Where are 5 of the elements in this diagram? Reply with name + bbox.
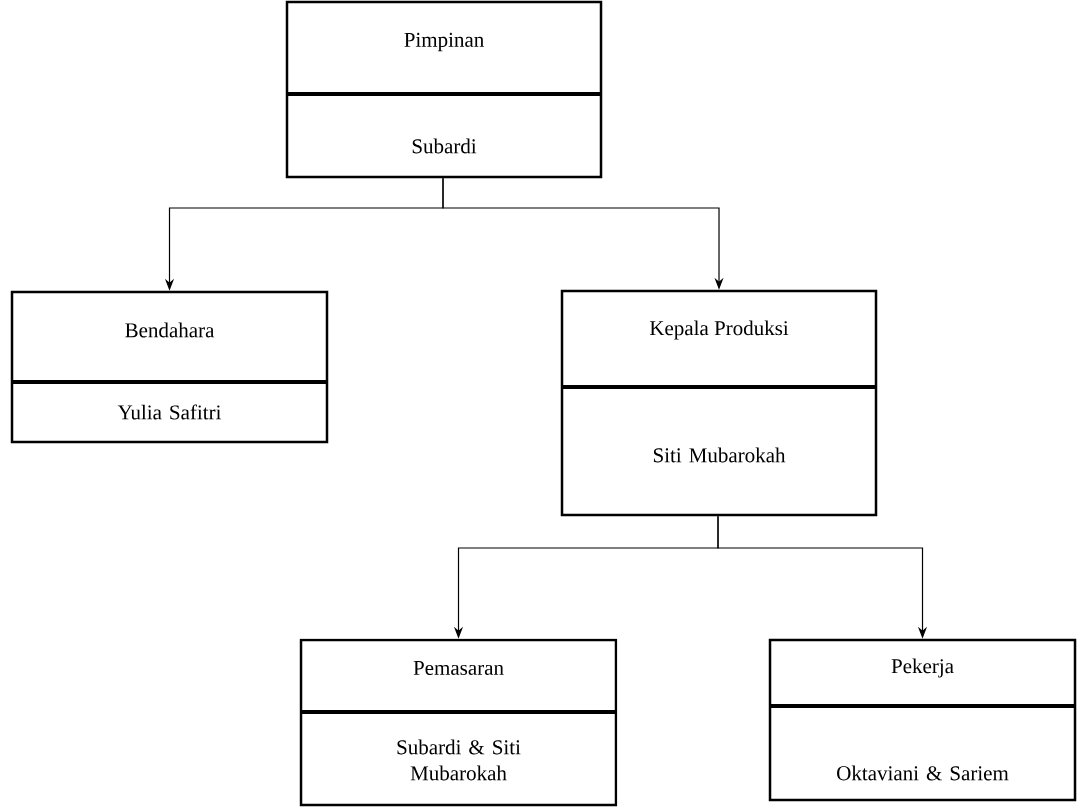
org-box: Pekerja Oktaviani & Sariem: [768, 638, 1077, 802]
org-box: Pemasaran Subardi & Siti Mubarokah: [299, 638, 618, 807]
org-box: Pimpinan Subardi: [285, 0, 603, 179]
org-box: Bendahara Yulia Safitri: [10, 290, 329, 444]
org-box: Kepala Produksi Siti Mubarokah: [560, 289, 878, 517]
